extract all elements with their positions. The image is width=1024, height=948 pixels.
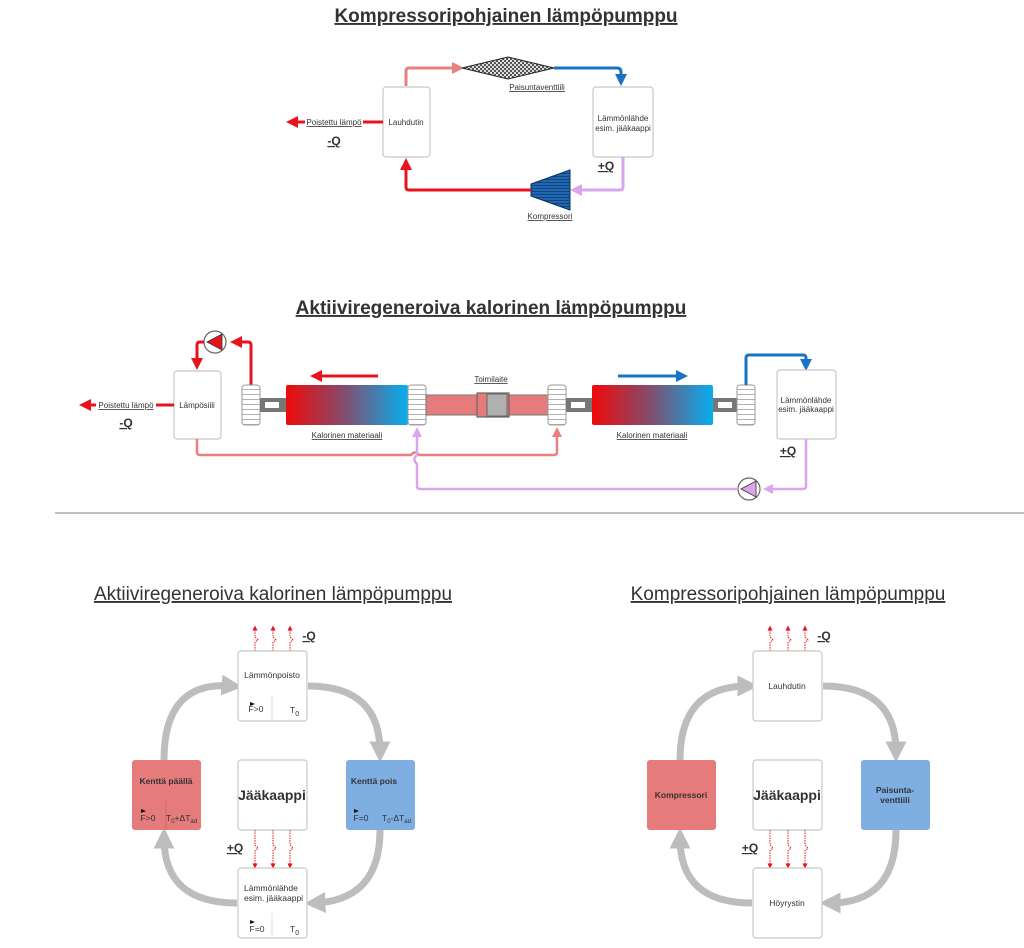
cycle-arrow-2 xyxy=(307,682,391,763)
plus-q-label: +Q xyxy=(742,841,758,855)
actuator-label: Toimilaite xyxy=(474,375,508,384)
force-vector-icon xyxy=(250,920,255,924)
heat-out-arrows xyxy=(767,625,809,651)
field-off-temp: T0-ΔTad xyxy=(382,813,411,825)
expansion-valve-label: Paisuntaventtiili xyxy=(509,83,565,92)
cycle-arrow-3 xyxy=(304,829,384,913)
evaporator-box xyxy=(752,867,823,939)
pipe-high-pressure xyxy=(400,158,531,192)
minus-q-label: -Q xyxy=(817,629,830,643)
expansion-valve-label-2: venttiili xyxy=(880,795,910,805)
diagram2-title: Aktiiviregeneroiva kalorinen lämpöpumppu xyxy=(296,298,687,319)
expansion-valve-label-1: Paisunta- xyxy=(876,785,914,795)
condenser-label: Lauhdutin xyxy=(388,118,423,127)
cycle-arrow-3 xyxy=(819,829,900,914)
heat-source-label-1: Lämmönlähde xyxy=(781,396,832,405)
heat-source-temp: T0 xyxy=(290,924,299,937)
field-on-label: Kenttä päällä xyxy=(140,776,193,786)
field-off-box xyxy=(346,760,415,830)
field-on-box xyxy=(132,760,201,830)
heat-out-arrows xyxy=(252,625,294,651)
minus-q-label: -Q xyxy=(119,416,132,430)
caloric-material-right xyxy=(592,385,713,425)
cycle-arrow-2 xyxy=(822,682,907,763)
diagram-compressor-cycle: Kompressoripohjainen lämpöpumppu -Q Lauh… xyxy=(631,584,946,939)
cycle-arrow-1 xyxy=(676,675,759,761)
evaporator-label: Höyrystin xyxy=(769,898,805,908)
left-outer-regenerator xyxy=(241,384,261,426)
force-vector-icon xyxy=(354,809,359,813)
removed-heat-label: Poistettu lämpö xyxy=(306,118,362,127)
compressor-label: Kompressori xyxy=(655,790,707,800)
left-inner-regenerator xyxy=(407,384,427,426)
pipe-return-cold-2 xyxy=(412,427,738,491)
removed-heat-label: Poistettu lämpö xyxy=(98,401,154,410)
heat-source-label-2: esim. jääkaappi xyxy=(595,124,651,133)
cycle-arrow-1 xyxy=(160,674,243,761)
pipe-cold-liquid xyxy=(554,66,627,86)
expansion-valve-box xyxy=(861,760,930,830)
heat-rejection-force: F>0 xyxy=(249,704,264,714)
pipe-low-pressure-gas xyxy=(570,157,625,196)
field-on-force: F>0 xyxy=(141,813,156,823)
field-off-force: F=0 xyxy=(354,813,369,823)
refrigerator-label: Jääkaappi xyxy=(753,787,821,803)
expansion-valve-icon xyxy=(461,56,555,80)
diagram-compressor-heat-pump: Kompressoripohjainen lämpöpumppu Paisunt… xyxy=(286,6,678,221)
heat-rejection-temp: T0 xyxy=(290,705,299,718)
pipe-hot-gas xyxy=(404,62,464,86)
pipe-return-warm xyxy=(195,427,562,457)
field-on-temp: T0+ΔTad xyxy=(166,813,197,825)
heat-rejection-label: Lämmönpoisto xyxy=(244,670,300,680)
right-outer-regenerator xyxy=(736,384,756,426)
caloric-material-left xyxy=(286,385,408,425)
caloric-material-right-label: Kalorinen materiaali xyxy=(617,431,688,440)
heat-in-arrows xyxy=(767,830,809,869)
diagram-caloric-cycle: Aktiiviregeneroiva kalorinen lämpöpumppu… xyxy=(94,584,452,939)
heat-source-label-2: esim. jääkaappi xyxy=(244,893,303,903)
diagram1-title: Kompressoripohjainen lämpöpumppu xyxy=(334,6,677,27)
plus-q-label: +Q xyxy=(598,159,614,173)
diagram3-title: Aktiiviregeneroiva kalorinen lämpöpumppu xyxy=(94,584,452,605)
minus-q-label: -Q xyxy=(327,134,340,148)
cycle-arrow-4 xyxy=(153,827,238,907)
diagram-active-regenerative-caloric: Aktiiviregeneroiva kalorinen lämpöpumppu… xyxy=(79,298,837,501)
pipe-to-heat-sink xyxy=(191,340,204,370)
caloric-material-left-label: Kalorinen materiaali xyxy=(312,431,383,440)
plus-q-label: +Q xyxy=(227,841,243,855)
pipe-cold-fluid xyxy=(744,353,812,385)
heat-source-force: F=0 xyxy=(250,924,265,934)
heat-source-label-1: Lämmönlähde xyxy=(244,883,298,893)
pump-cold-triangle xyxy=(740,480,757,498)
heat-in-arrows xyxy=(252,830,294,869)
plus-q-label: +Q xyxy=(780,444,796,458)
pipe-return-cold xyxy=(763,439,808,494)
actuator-piston xyxy=(486,393,508,417)
heat-source-label-1: Lämmönlähde xyxy=(598,114,649,123)
pipe-hot-fluid xyxy=(230,336,253,385)
minus-q-label: -Q xyxy=(302,629,315,643)
heat-source-label-2: esim. jääkaappi xyxy=(778,405,834,414)
cycle-arrow-4 xyxy=(669,827,753,907)
right-inner-regenerator xyxy=(547,384,567,426)
compressor-label: Kompressori xyxy=(528,212,573,221)
compressor-icon xyxy=(530,169,571,211)
pump-hot-triangle xyxy=(206,333,223,351)
condenser-box xyxy=(752,650,823,722)
heat-sink-label: Lämpösiili xyxy=(179,401,215,410)
diagram4-title: Kompressoripohjainen lämpöpumppu xyxy=(631,584,946,605)
condenser-label: Lauhdutin xyxy=(768,681,806,691)
compressor-box xyxy=(647,760,716,830)
refrigerator-label: Jääkaappi xyxy=(238,787,306,803)
force-vector-icon xyxy=(141,809,146,813)
field-off-label: Kenttä pois xyxy=(351,776,398,786)
force-vector-icon xyxy=(250,702,255,706)
